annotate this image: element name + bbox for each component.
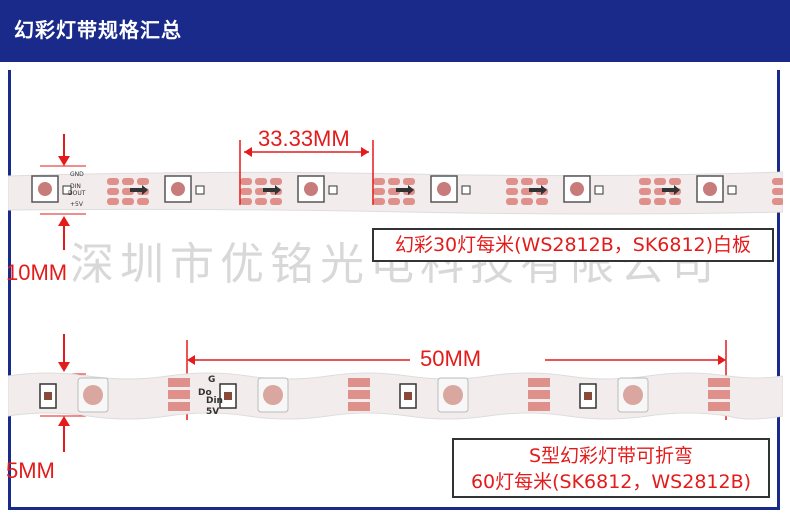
arrow-icon [662,185,680,195]
chip-din-label: DIN [70,183,81,190]
led-chip [257,377,289,413]
led-strip-30 [8,171,783,215]
strip2-pitch-label: 50MM [420,346,482,371]
arrow-icon [529,185,547,195]
solder-pads [168,378,190,411]
pad-5v-label: 5V [206,407,220,417]
solder-pads [772,178,783,205]
led-chip [563,175,604,203]
led-chip [164,175,205,203]
strip1-pitch-label: 33.33MM [258,126,350,151]
chip-dout-label: DOUT [68,190,86,197]
solder-pads [373,178,415,205]
pad-g-label: G [208,375,216,385]
solder-pads [506,178,548,205]
solder-pads [708,378,730,411]
led-strip-60-s-type [8,372,783,420]
strip2-caption: S型幻彩灯带可折弯 60灯每米(SK6812，WS2812B) [452,438,770,498]
arrow-icon [263,185,281,195]
resistor [39,383,57,409]
solder-pads [348,378,370,411]
led-chip [617,377,649,413]
led-chip [696,175,737,203]
strip2-caption-line1: S型幻彩灯带可折弯 [528,445,694,467]
led-chip [437,377,469,413]
header-bar: 幻彩灯带规格汇总 [0,0,790,62]
content-frame [8,70,780,510]
strip2-caption-line2: 60灯每米(SK6812，WS2812B) [470,471,752,493]
resistor [579,383,597,409]
page-title: 幻彩灯带规格汇总 [14,18,182,42]
chip-gnd-label: GND [70,171,84,178]
arrow-icon [130,185,148,195]
solder-pads [528,378,550,411]
resistor [399,383,417,409]
strip2-width-label: 5MM [6,458,55,483]
led-chip [430,175,471,203]
strip1-width-label: 10MM [6,260,68,285]
chip-5v-label: +5V [70,201,83,208]
arrow-icon [396,185,414,195]
led-chip [31,175,72,203]
resistor [219,383,237,409]
led-chip [77,377,109,413]
strip1-caption: 幻彩30灯每米(WS2812B，SK6812)白板 [372,228,774,262]
led-chip [297,175,338,203]
pad-din-label: Din [206,396,223,406]
pad-do-label: Do [198,388,212,398]
